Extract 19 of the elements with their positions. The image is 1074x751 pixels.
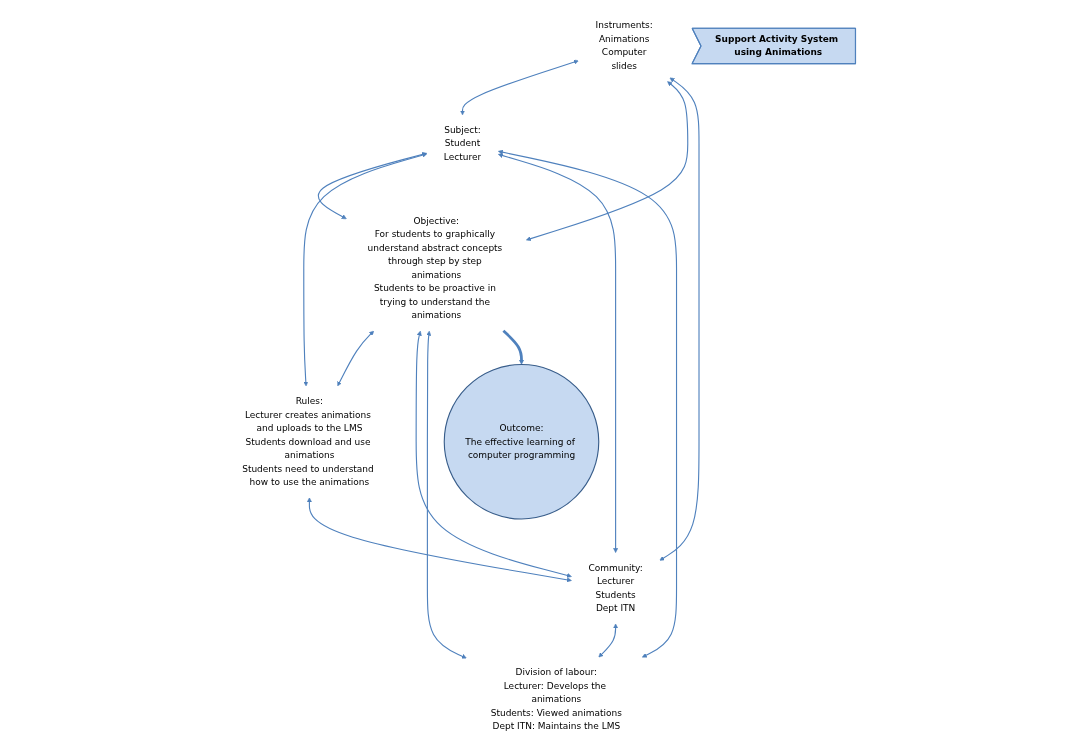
- arrow: [336, 330, 374, 386]
- arrow: [501, 329, 524, 365]
- arrow: [658, 77, 700, 561]
- arrow: [459, 59, 579, 115]
- node-text: Subject: Student Lecturer: [443, 124, 481, 162]
- node-circle: Outcome: The effective learning of computer programming: [443, 363, 599, 520]
- node-text: Community: Lecturer Students Dept ITN: [587, 561, 643, 613]
- arrow: [415, 330, 572, 578]
- node-text: Rules: Lecturer creates animations and uploads to the LMS Students download and use animations Students need to understand how to use the animations: [241, 395, 374, 487]
- arrow: [525, 80, 688, 241]
- arrow: [425, 330, 467, 659]
- node-text: Objective: For students to graphically understand abstract concepts through step by step animations Students to be proactive in trying to understand the animations: [367, 215, 502, 321]
- arrow: [597, 623, 618, 657]
- node-text: Instruments: Animations Computer slides: [595, 19, 653, 71]
- node-text: Division of labour: Lecturer: Develops the animations Students: Viewed animations Dept ITN: Maintains the LMS: [490, 666, 622, 731]
- arrow: [306, 496, 572, 582]
- arrow: [302, 152, 427, 386]
- arrow: [497, 152, 618, 553]
- arrow: [497, 149, 677, 657]
